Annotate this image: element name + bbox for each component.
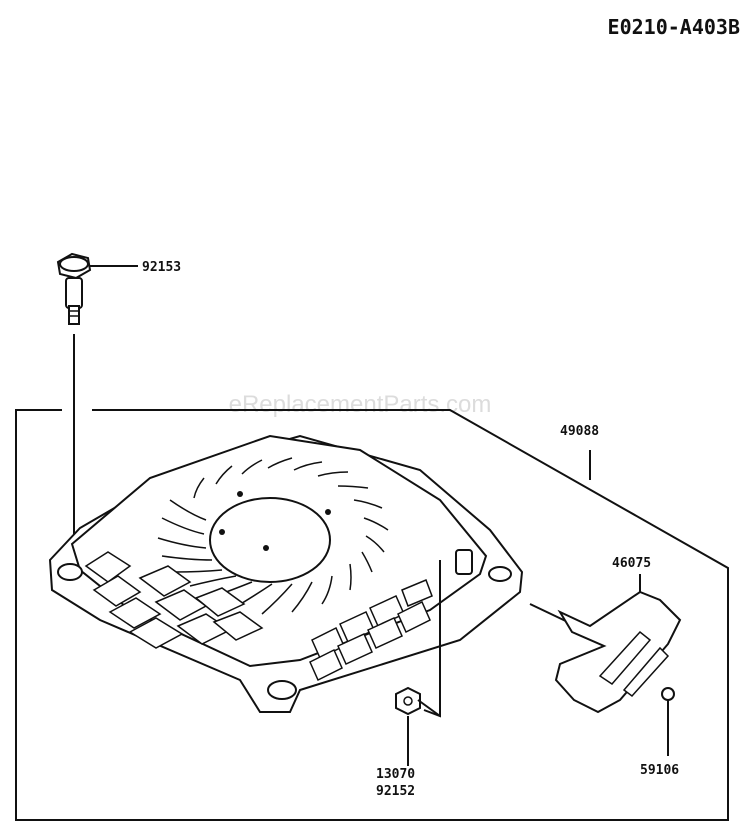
nut-13070-92152 bbox=[395, 560, 441, 766]
recoil-starter-cover bbox=[48, 434, 524, 713]
assembly-frame bbox=[15, 409, 729, 821]
bolt-92153 bbox=[56, 252, 138, 325]
starter-handle-46075 bbox=[529, 574, 682, 714]
part-label-49088: 49088 bbox=[560, 424, 599, 439]
part-label-46075: 46075 bbox=[612, 556, 651, 571]
diagram-code: E0210-A403B bbox=[608, 15, 740, 39]
part-label-92153: 92153 bbox=[142, 260, 181, 275]
watermark: eReplacementParts.com bbox=[229, 391, 492, 418]
part-label-59106: 59106 bbox=[640, 763, 679, 778]
part-label-92152: 92152 bbox=[376, 784, 415, 799]
right-grill bbox=[309, 579, 433, 682]
pin-59106 bbox=[661, 687, 675, 756]
part-label-13070: 13070 bbox=[376, 767, 415, 782]
left-grill bbox=[84, 551, 264, 649]
